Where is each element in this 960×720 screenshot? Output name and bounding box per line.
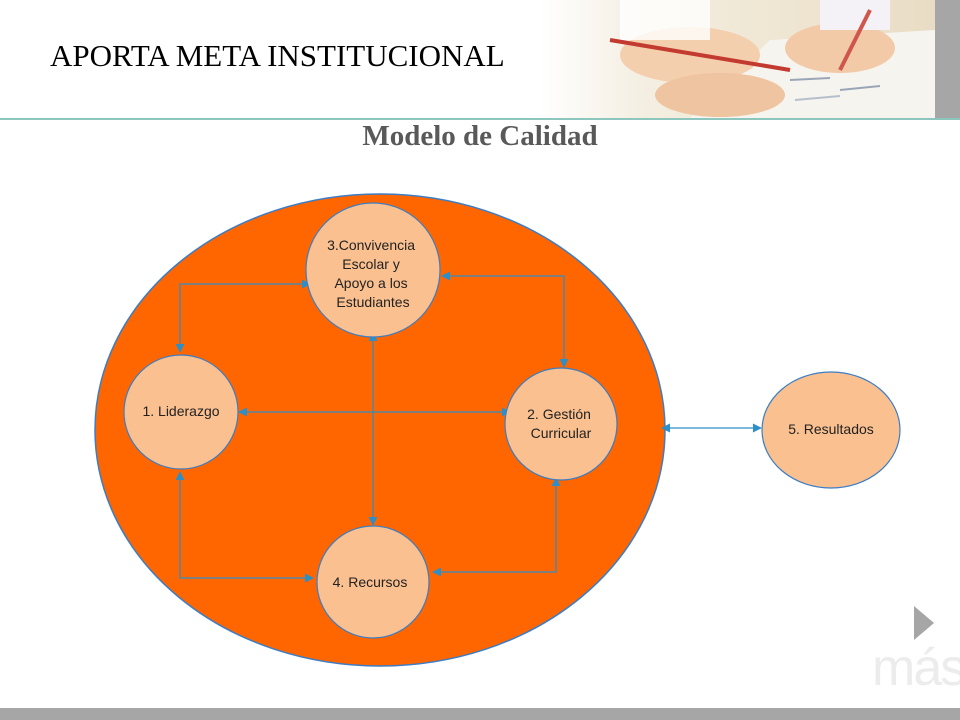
header-side-bar xyxy=(935,0,960,118)
node-gestion-line-1: 2. Gestión xyxy=(527,406,591,422)
node-liderazgo-line-1: 1. Liderazgo xyxy=(142,403,219,419)
node-convivencia: 3.Convivencia Escolar y Apoyo a los Estu… xyxy=(305,202,441,338)
node-recursos-line-1: 4. Recursos xyxy=(333,574,408,590)
node-gestion-line-2: Curricular xyxy=(531,425,592,441)
node-convivencia-line-3: Apoyo a los xyxy=(334,275,407,291)
node-gestion: 2. Gestión Curricular xyxy=(504,367,618,481)
connectors xyxy=(175,271,762,583)
connector-gestion-recursos xyxy=(432,477,561,577)
header-divider xyxy=(0,118,960,120)
node-recursos: 4. Recursos xyxy=(316,525,430,639)
svg-text:3.Convivencia Escolar y: 3.Convivencia Escolar y Apoyo a los Estu… xyxy=(327,237,419,310)
svg-text:5. Resultados: 5. Resultados xyxy=(788,421,874,437)
children-writing-photo-icon xyxy=(609,0,935,118)
node-resultados: 5. Resultados xyxy=(761,371,901,489)
svg-text:1. Liderazgo: 1. Liderazgo xyxy=(142,403,219,419)
node-convivencia-line-4: Estudiantes xyxy=(336,294,409,310)
brand-logo: más xyxy=(872,639,960,697)
node-convivencia-line-2: Escolar y xyxy=(342,256,400,272)
node-resultados-line-1: 5. Resultados xyxy=(788,421,874,437)
diagram-title: Modelo de Calidad xyxy=(362,120,598,152)
connector-liderazgo-convivencia xyxy=(175,279,311,353)
footer-bar xyxy=(0,708,960,720)
node-convivencia-line-1: 3.Convivencia xyxy=(327,237,415,253)
connector-liderazgo-recursos xyxy=(175,471,314,583)
svg-text:4. Recursos: 4. Recursos xyxy=(333,574,408,590)
next-slide-arrow-icon[interactable] xyxy=(914,606,934,640)
connector-convivencia-gestion xyxy=(441,271,569,368)
svg-text:2. Gestión Curricular: 2. Gestión Curricular xyxy=(527,406,595,441)
header-photo xyxy=(540,0,935,118)
node-liderazgo: 1. Liderazgo xyxy=(123,354,239,470)
slide-title: APORTA META INSTITUCIONAL xyxy=(50,38,505,73)
